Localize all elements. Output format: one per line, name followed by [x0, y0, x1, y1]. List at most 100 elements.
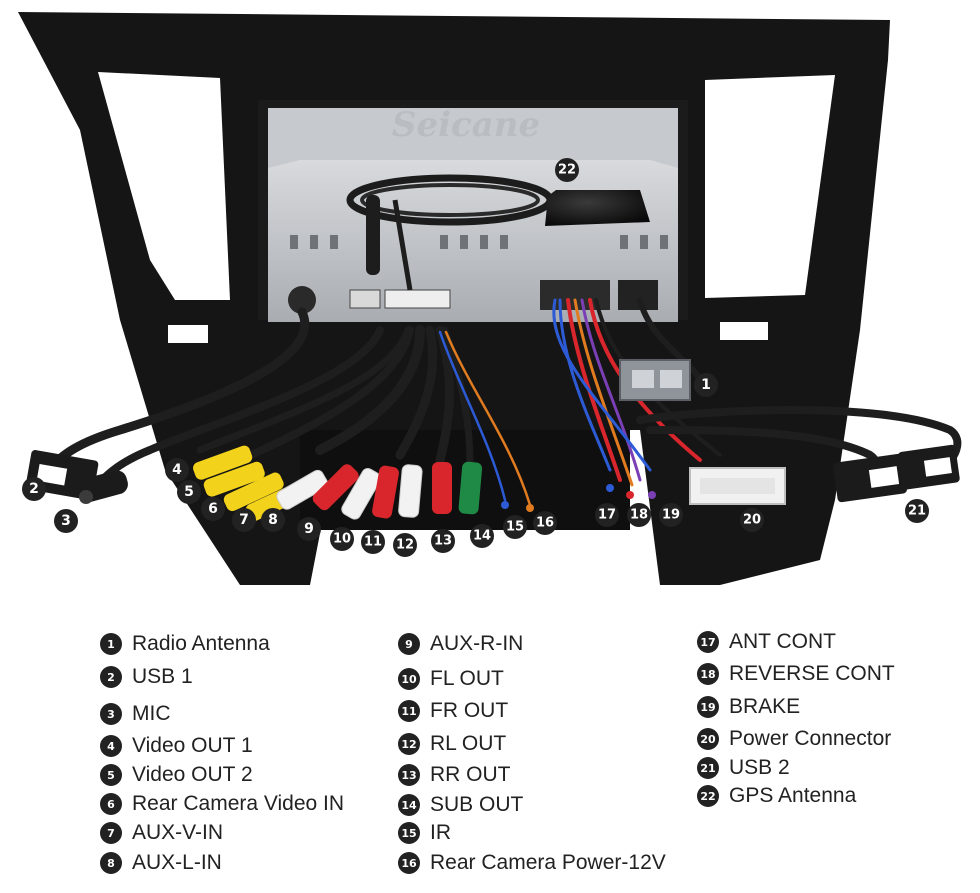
legend-number: 18 [697, 663, 719, 685]
svg-text:13: 13 [434, 534, 452, 549]
marker-8: 8 [261, 508, 285, 532]
marker-7: 7 [232, 508, 256, 532]
legend-item-rl-out: 12 RL OUT [398, 730, 506, 758]
legend-number: 5 [100, 764, 122, 786]
svg-text:16: 16 [536, 516, 554, 531]
legend-item-usb1: 2 USB 1 [100, 663, 193, 691]
legend-label: USB 1 [132, 665, 193, 688]
legend-item-fr-out: 11 FR OUT [398, 697, 508, 725]
svg-text:19: 19 [662, 508, 680, 523]
legend-number: 4 [100, 735, 122, 757]
marker-19: 19 [659, 503, 683, 527]
legend-item-aux-r-in: 9 AUX-R-IN [398, 630, 523, 658]
marker-22: 22 [555, 158, 579, 182]
legend-label: FR OUT [430, 699, 509, 722]
legend-item-rr-out: 13 RR OUT [398, 761, 511, 789]
marker-16: 16 [533, 511, 557, 535]
legend-label: RL OUT [430, 732, 507, 755]
marker-5: 5 [177, 480, 201, 504]
legend-number: 7 [100, 822, 122, 844]
svg-text:10: 10 [333, 532, 351, 547]
legend-label: Video OUT 1 [132, 734, 253, 757]
svg-text:21: 21 [908, 504, 926, 519]
legend-number: 2 [100, 666, 122, 688]
legend-label: Video OUT 2 [132, 763, 253, 786]
legend-number: 1 [100, 633, 122, 655]
legend-label: Rear Camera Power-12V [430, 851, 666, 874]
marker-10: 10 [330, 527, 354, 551]
legend: 1 Radio Antenna 2 USB 1 3 MIC 4 Video OU… [0, 620, 980, 890]
legend-number: 14 [398, 794, 420, 816]
legend-label: Radio Antenna [132, 632, 270, 655]
svg-text:2: 2 [29, 481, 39, 497]
marker-1: 1 [694, 373, 718, 397]
legend-number: 16 [398, 852, 420, 874]
legend-label: SUB OUT [430, 793, 524, 816]
marker-14: 14 [470, 524, 494, 548]
legend-label: Power Connector [729, 727, 892, 750]
legend-label: GPS Antenna [729, 784, 857, 807]
marker-3: 3 [54, 509, 78, 533]
legend-item-ant-cont: 17 ANT CONT [697, 628, 836, 656]
svg-text:15: 15 [506, 520, 524, 535]
legend-label: AUX-L-IN [132, 851, 222, 874]
svg-text:8: 8 [268, 512, 278, 528]
legend-label: AUX-R-IN [430, 632, 524, 655]
svg-text:20: 20 [743, 513, 761, 528]
svg-text:7: 7 [239, 512, 249, 528]
legend-item-reverse-cont: 18 REVERSE CONT [697, 660, 895, 688]
legend-item-radio-antenna: 1 Radio Antenna [100, 630, 270, 658]
legend-item-video-out-2: 5 Video OUT 2 [100, 761, 253, 789]
legend-number: 12 [398, 733, 420, 755]
legend-item-mic: 3 MIC [100, 700, 171, 728]
svg-text:3: 3 [61, 513, 71, 529]
legend-number: 3 [100, 703, 122, 725]
legend-number: 22 [697, 785, 719, 807]
svg-text:17: 17 [598, 508, 616, 523]
power-connector [689, 467, 786, 505]
legend-label: AUX-V-IN [132, 821, 224, 844]
marker-11: 11 [361, 530, 385, 554]
gps-antenna [346, 174, 650, 291]
marker-18: 18 [627, 503, 651, 527]
marker-13: 13 [431, 529, 455, 553]
thin-wires [438, 330, 532, 507]
svg-text:11: 11 [364, 535, 382, 550]
legend-number: 8 [100, 852, 122, 874]
legend-label: ANT CONT [729, 630, 836, 653]
legend-item-power-connector: 20 Power Connector [697, 725, 891, 753]
marker-15: 15 [503, 515, 527, 539]
radio-antenna-adapter [619, 359, 691, 401]
svg-text:22: 22 [558, 163, 576, 178]
legend-item-fl-out: 10 FL OUT [398, 665, 504, 693]
brand-watermark: Seicane [392, 105, 540, 145]
rca-connectors [193, 445, 656, 522]
legend-number: 6 [100, 793, 122, 815]
legend-number: 17 [697, 631, 719, 653]
legend-item-brake: 19 BRAKE [697, 693, 800, 721]
legend-item-sub-out: 14 SUB OUT [398, 791, 523, 819]
legend-label: REVERSE CONT [729, 662, 895, 685]
legend-number: 15 [398, 822, 420, 844]
marker-9: 9 [297, 517, 321, 541]
legend-item-rear-camera-video-in: 6 Rear Camera Video IN [100, 790, 344, 818]
legend-label: USB 2 [729, 756, 790, 779]
legend-label: BRAKE [729, 695, 801, 718]
number-markers: 1 2 3 4 5 6 7 8 9 10 11 12 13 14 15 16 1… [22, 158, 929, 557]
svg-text:4: 4 [172, 462, 182, 478]
legend-label: RR OUT [430, 763, 511, 786]
legend-number: 11 [398, 700, 420, 722]
marker-2: 2 [22, 477, 46, 501]
legend-number: 21 [697, 757, 719, 779]
legend-label: IR [430, 821, 451, 844]
legend-item-rear-camera-power: 16 Rear Camera Power-12V [398, 849, 666, 877]
legend-item-aux-v-in: 7 AUX-V-IN [100, 819, 223, 847]
svg-text:9: 9 [304, 521, 314, 537]
marker-21: 21 [905, 499, 929, 523]
marker-12: 12 [393, 533, 417, 557]
svg-text:6: 6 [208, 501, 218, 517]
svg-text:1: 1 [701, 377, 711, 393]
legend-label: MIC [132, 702, 171, 725]
marker-4: 4 [165, 458, 189, 482]
head-unit-wiring-photo: Seicane [18, 12, 962, 585]
